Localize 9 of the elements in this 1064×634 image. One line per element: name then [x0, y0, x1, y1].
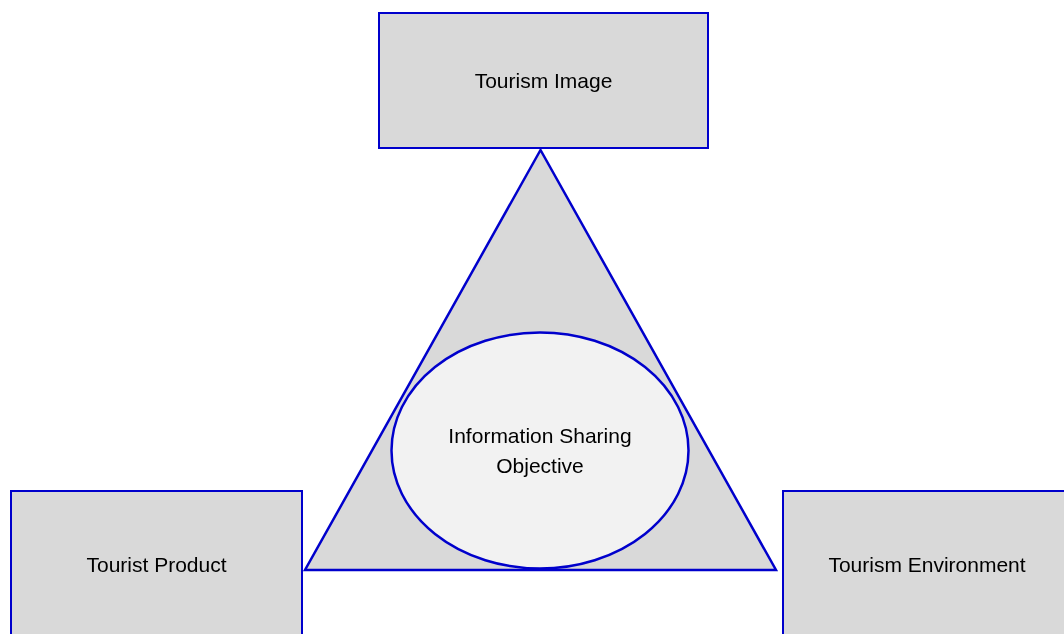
node-label: Tourism Environment [828, 552, 1026, 579]
text-box [10, 490, 303, 634]
triangle-shape [304, 149, 777, 571]
node-label: Tourist Product [86, 552, 227, 579]
node-label: Information Sharing Objective [447, 423, 633, 479]
text-box [378, 12, 709, 149]
text-box [782, 490, 1064, 634]
ellipse-shape [390, 331, 690, 570]
node-label: Tourism Image [474, 67, 613, 94]
